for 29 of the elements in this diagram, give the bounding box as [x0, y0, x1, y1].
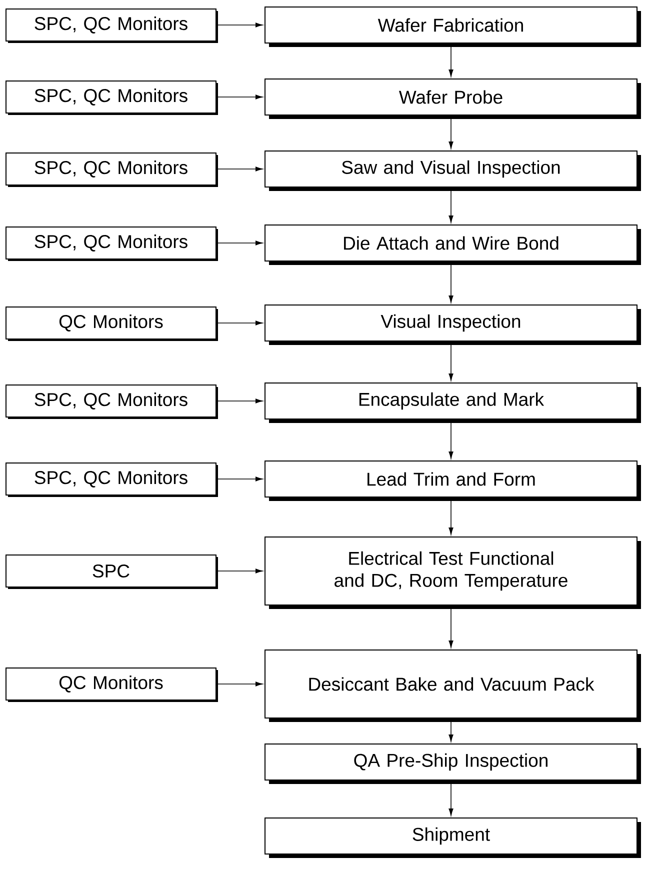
monitor-box: QC Monitors — [6, 668, 218, 702]
process-box: Visual Inspection — [264, 304, 641, 345]
arrow — [216, 166, 263, 172]
arrow — [216, 240, 263, 246]
arrow — [216, 22, 263, 28]
arrow — [216, 568, 263, 574]
monitor-box: SPC, QC Monitors — [6, 462, 218, 497]
process-box: Encapsulate and Mark — [264, 382, 641, 423]
monitor-box: SPC, QC Monitors — [6, 80, 218, 115]
monitor-box: SPC, QC Monitors — [6, 152, 218, 187]
process-box: Saw and Visual Inspection — [264, 150, 641, 191]
process-box: Shipment — [264, 818, 641, 858]
monitor-box: SPC, QC Monitors — [6, 384, 218, 419]
arrow — [216, 94, 263, 100]
process-box: Wafer Probe — [264, 78, 641, 119]
process-box: Electrical Test Functional and DC, Room Temperature — [264, 536, 641, 609]
process-box: Die Attach and Wire Bond — [264, 224, 641, 265]
monitor-box: QC Monitors — [6, 306, 218, 341]
arrow — [216, 398, 263, 404]
monitor-box: SPC, QC Monitors — [6, 226, 218, 261]
monitor-box: SPC — [6, 554, 218, 589]
process-box: Desiccant Bake and Vacuum Pack — [264, 650, 641, 722]
monitor-box: SPC, QC Monitors — [6, 8, 218, 43]
process-box: Lead Trim and Form — [264, 460, 641, 501]
arrow — [216, 476, 263, 482]
arrow — [216, 320, 263, 326]
process-box: QA Pre-Ship Inspection — [264, 744, 641, 784]
process-box: Wafer Fabrication — [264, 6, 641, 47]
arrow — [216, 682, 263, 686]
